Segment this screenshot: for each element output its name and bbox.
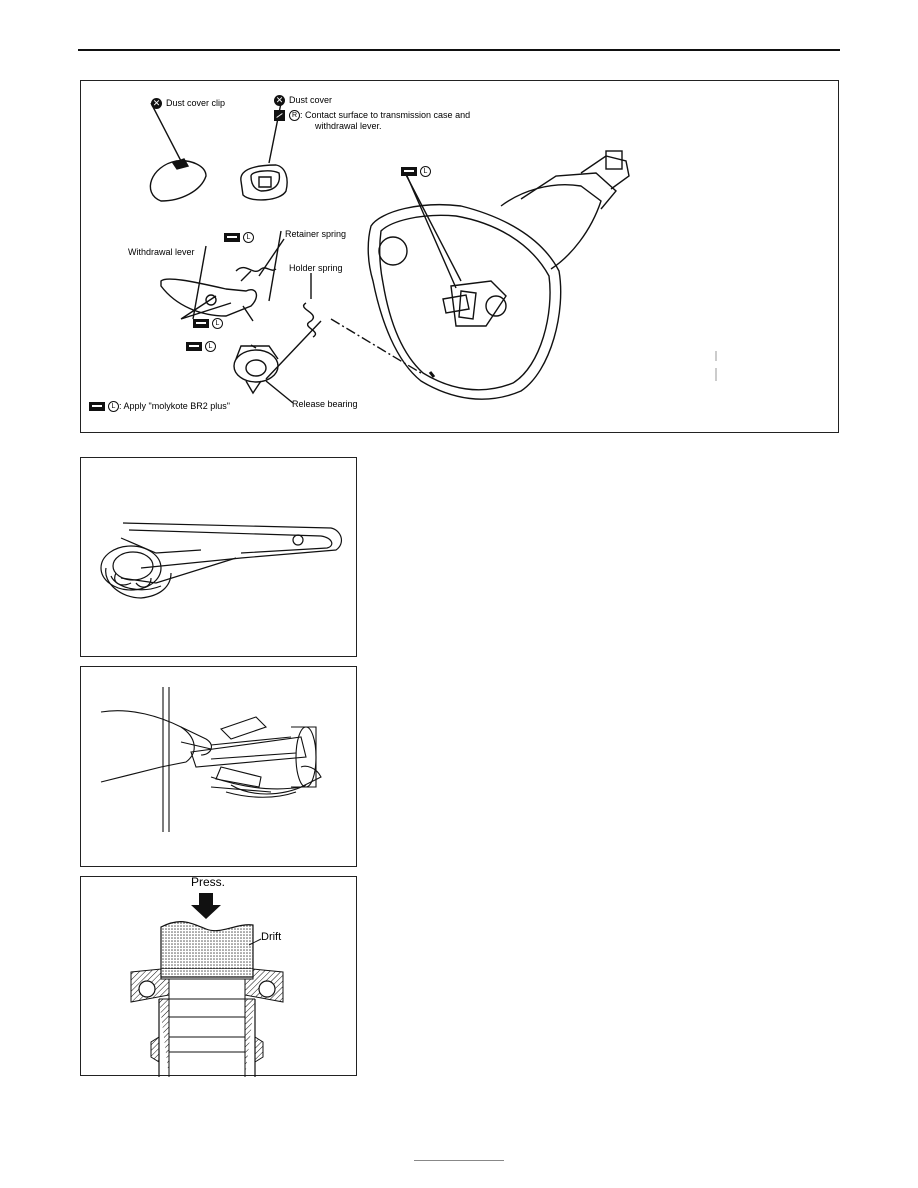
- transmission-body: [500, 184, 602, 270]
- drift-label: Drift: [261, 931, 282, 943]
- circle-l-icon: L: [420, 166, 431, 178]
- release-bearing-shape: [233, 349, 279, 383]
- retainer-spring-label: Retainer spring: [285, 229, 347, 239]
- clip-leader: [150, 102, 182, 162]
- press-drift-figure: Press. Drift: [80, 875, 357, 1077]
- exploded-view-panel: ✕Dust cover clip ✕Dust cover R: Contact …: [80, 80, 839, 433]
- circle-l-icon: L: [205, 341, 216, 353]
- lever-leader-2: [268, 230, 282, 302]
- dust-cover-clip-label: ✕Dust cover clip: [151, 98, 226, 110]
- circle-l-icon: L: [108, 401, 119, 413]
- lever-shape: [160, 278, 258, 317]
- grease-icon: [224, 233, 240, 243]
- shaft-grease-symbol: L: [401, 166, 431, 178]
- lever-check-drawing: [100, 687, 322, 832]
- release-bearing-label: Release bearing: [292, 399, 358, 409]
- lever-grease-symbol-2: L: [193, 318, 223, 330]
- circle-l-icon: L: [243, 232, 254, 244]
- retainer-leader: [258, 238, 285, 277]
- press-arrow-icon: [191, 893, 221, 919]
- lever-grease-symbol: L: [224, 232, 254, 244]
- lever-body: [190, 736, 307, 768]
- footer-rule: [414, 1160, 504, 1161]
- exploded-view-drawing: [149, 102, 717, 404]
- lever-assembly-figure: [80, 457, 357, 657]
- molykote-note: L: Apply "molykote BR2 plus": [89, 401, 230, 413]
- grease-icon: [186, 342, 202, 352]
- press-drift-drawing: [130, 893, 284, 1077]
- lever-leader: [192, 245, 207, 320]
- grease-icon: [401, 167, 417, 177]
- press-label: Press.: [191, 875, 226, 889]
- withdrawal-lever-label: Withdrawal lever: [128, 247, 195, 257]
- pencil-icon: [274, 110, 285, 122]
- transmission-housing: [367, 204, 562, 400]
- drift-shape: [160, 921, 254, 970]
- grease-icon: [193, 319, 209, 329]
- holder-spring-label: Holder spring: [289, 263, 343, 273]
- circle-r-icon: R: [289, 110, 300, 122]
- header-rule: [78, 49, 840, 51]
- alignment-line: [330, 318, 422, 374]
- replace-x-icon: ✕: [151, 98, 162, 110]
- transmission-tail: [580, 155, 630, 190]
- dust-cover-label: ✕Dust cover: [274, 95, 333, 107]
- contact-note-line1: R: Contact surface to transmission case …: [274, 110, 470, 122]
- circle-l-icon: L: [212, 318, 223, 330]
- rod: [162, 687, 170, 832]
- lever-grease-leaders: [180, 295, 232, 320]
- left-hand: [100, 710, 195, 783]
- replace-x-icon: ✕: [274, 95, 285, 107]
- clip-shape: [149, 159, 207, 202]
- dust-cover-shape: [240, 164, 288, 201]
- lever-check-figure: [80, 666, 357, 867]
- bearing-grease-symbol: L: [186, 341, 216, 353]
- contact-note-line2: withdrawal lever.: [315, 121, 382, 131]
- lever-assembly-drawing: [100, 522, 343, 599]
- grease-icon: [89, 402, 105, 412]
- retainer-spring-shape: [235, 266, 277, 272]
- bearing-leader: [265, 380, 294, 404]
- holder-spring-shape: [303, 302, 316, 338]
